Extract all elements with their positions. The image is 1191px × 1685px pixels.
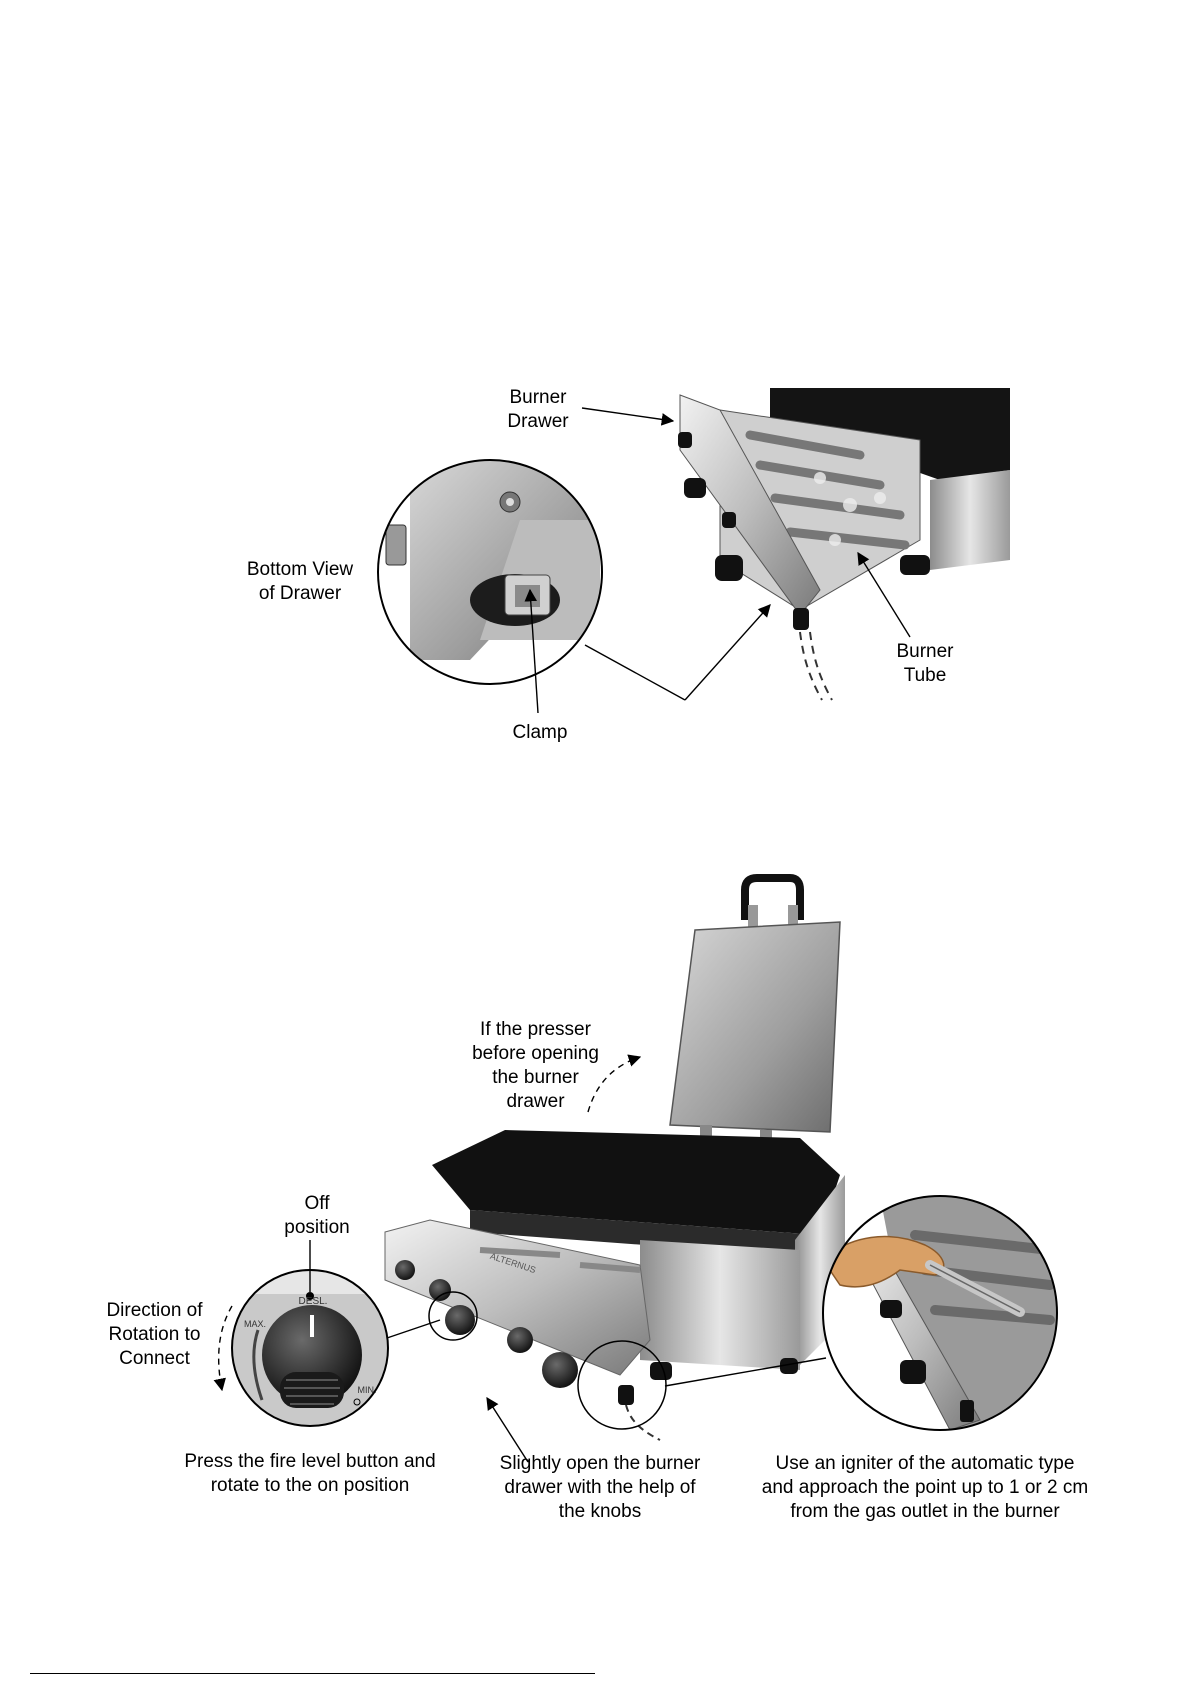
fig2-outlet-highlight bbox=[577, 1340, 667, 1430]
label-knob-desl: DESL. bbox=[298, 1296, 328, 1307]
fig1-griddle bbox=[678, 388, 1010, 701]
fig2-igniter-circle bbox=[822, 1195, 1058, 1431]
label-knob-min: MIN. bbox=[357, 1385, 377, 1395]
label-clamp: Clamp bbox=[512, 722, 568, 743]
fig1-leaders bbox=[524, 407, 911, 714]
fig2-presser-lid bbox=[669, 874, 841, 1160]
fig2-knob-highlight bbox=[428, 1291, 478, 1341]
footer-rule bbox=[30, 1673, 595, 1674]
label-knob-max: MAX. bbox=[243, 1319, 266, 1329]
fig2-leaders bbox=[213, 1054, 827, 1463]
fig1-bottom-view-circle bbox=[377, 459, 603, 685]
fig2-knob-circle bbox=[231, 1269, 389, 1427]
fig2-griddle bbox=[384, 1130, 845, 1441]
